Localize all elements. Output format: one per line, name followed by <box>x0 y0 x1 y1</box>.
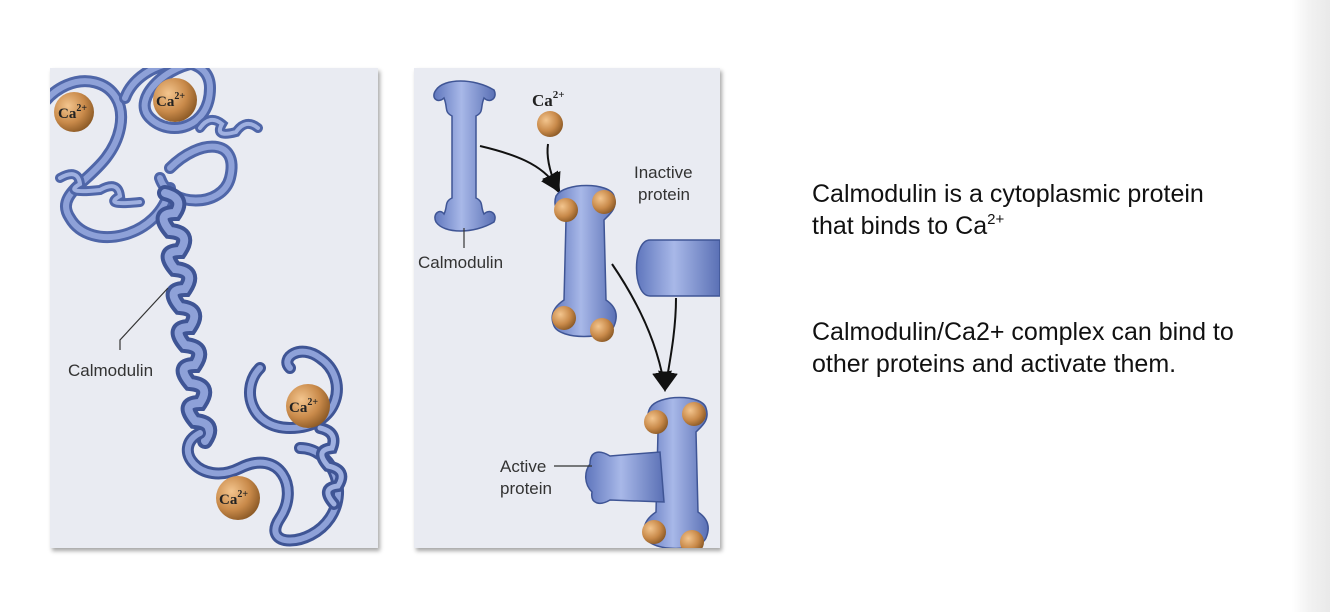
calmodulin-label: Calmodulin <box>68 361 153 380</box>
calmodulin-label: Calmodulin <box>418 253 503 272</box>
free-calmodulin <box>433 80 496 232</box>
calcium-ion: Ca2+ <box>54 92 94 132</box>
svg-text:Ca2+: Ca2+ <box>156 91 185 110</box>
calmodulin-leader-line <box>119 287 169 350</box>
calcium-ion: Ca2+ <box>153 78 197 122</box>
calcium-ion: Ca2+ <box>286 384 330 428</box>
c-terminal-domain <box>181 345 348 547</box>
calmodulin-description: Calmodulin is a cytoplasmic protein that… <box>812 178 1330 246</box>
complex-description: Calmodulin/Ca2+ complex can bind to othe… <box>812 316 1330 380</box>
active-protein-label-line1: Active <box>500 457 546 476</box>
calmodulin-ribbon-diagram: Ca2+ Ca2+ Ca2+ Ca2+ Calmodulin <box>50 68 348 547</box>
complex-line-1: Calmodulin/Ca2+ complex can bind to <box>812 318 1234 346</box>
inactive-protein-label-line1: Inactive <box>634 163 693 182</box>
description-line-1: Calmodulin is a cytoplasmic protein <box>812 180 1204 208</box>
helix-coils-top <box>55 114 263 209</box>
active-protein-label-line2: protein <box>500 479 552 498</box>
central-helix <box>155 185 218 449</box>
svg-text:Ca2+: Ca2+ <box>289 397 318 416</box>
calmodulin-structure-panel: Ca2+ Ca2+ Ca2+ Ca2+ Calmodulin <box>50 68 378 548</box>
active-protein-complex <box>585 396 709 548</box>
svg-text:Ca2+: Ca2+ <box>58 103 87 122</box>
svg-text:Ca2+: Ca2+ <box>219 489 248 508</box>
calcium-bound-calmodulin <box>551 184 617 342</box>
calcium-ion: Ca2+ <box>216 476 260 520</box>
activation-pathway-panel: Ca2+ Calmodulin <box>414 68 720 548</box>
right-edge-shade <box>1292 0 1330 612</box>
protein-arrow <box>658 297 678 392</box>
activation-pathway-diagram: Ca2+ Calmodulin <box>418 80 720 548</box>
inactive-protein <box>635 239 720 297</box>
binding-arrow <box>479 145 561 193</box>
svg-text:Ca2+: Ca2+ <box>532 89 565 110</box>
free-calcium-ion: Ca2+ <box>532 89 565 137</box>
inactive-protein-label-line2: protein <box>638 185 690 204</box>
complex-line-2: other proteins and activate them. <box>812 350 1177 378</box>
calcium-arrow <box>542 143 561 194</box>
description-line-2: that binds to Ca2+ <box>812 211 1005 240</box>
